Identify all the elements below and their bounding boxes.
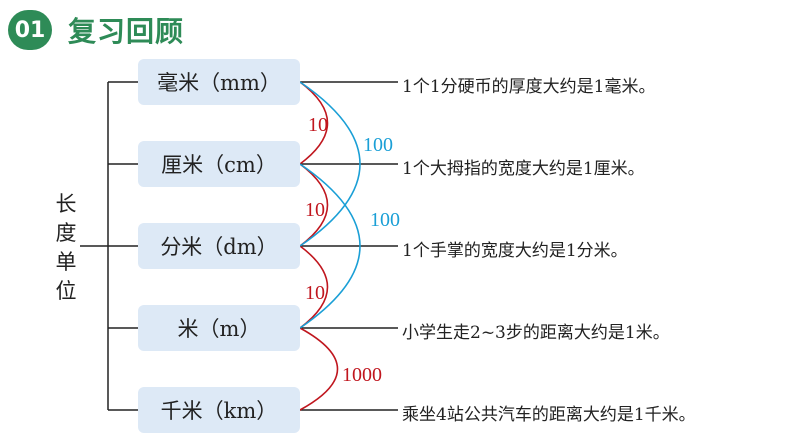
unit-box-mm: 毫米（mm） bbox=[138, 59, 300, 105]
category-char: 位 bbox=[55, 279, 77, 303]
rate-label-m-km: 1000 bbox=[342, 364, 382, 386]
section-header: 01 复习回顾 bbox=[8, 10, 184, 50]
arc-m-km bbox=[299, 327, 339, 411]
unit-description-mm: 1个1分硬币的厚度大约是1毫米。 bbox=[402, 77, 656, 97]
rate-label-cm-m: 100 bbox=[370, 209, 400, 231]
unit-description-km: 乘坐4站公共汽车的距离大约是1千米。 bbox=[402, 405, 696, 425]
unit-box-m: 米（m） bbox=[138, 305, 300, 351]
category-char: 单 bbox=[55, 250, 77, 274]
category-char: 度 bbox=[55, 221, 77, 245]
section-number-badge: 01 bbox=[8, 10, 52, 50]
unit-box-km: 千米（km） bbox=[138, 387, 300, 433]
unit-description-m: 小学生走2~3步的距离大约是1米。 bbox=[402, 323, 670, 343]
rate-label-mm-cm: 10 bbox=[308, 114, 328, 136]
rate-label-dm-m: 10 bbox=[305, 282, 325, 304]
unit-box-cm: 厘米（cm） bbox=[138, 141, 300, 187]
category-char: 长 bbox=[55, 192, 77, 216]
unit-box-dm: 分米（dm） bbox=[138, 223, 300, 269]
arc-cm-dm bbox=[299, 163, 329, 247]
unit-description-dm: 1个手掌的宽度大约是1分米。 bbox=[402, 241, 628, 261]
arc-mm-dm bbox=[299, 81, 361, 247]
rate-label-cm-dm: 10 bbox=[305, 199, 325, 221]
category-label: 长 度 单 位 bbox=[54, 190, 78, 306]
arc-cm-m bbox=[299, 163, 361, 329]
unit-description-cm: 1个大拇指的宽度大约是1厘米。 bbox=[402, 159, 645, 179]
arc-dm-m bbox=[299, 245, 329, 329]
section-title: 复习回顾 bbox=[68, 15, 185, 48]
rate-label-mm-dm: 100 bbox=[363, 134, 393, 156]
arc-mm-cm bbox=[299, 81, 329, 165]
